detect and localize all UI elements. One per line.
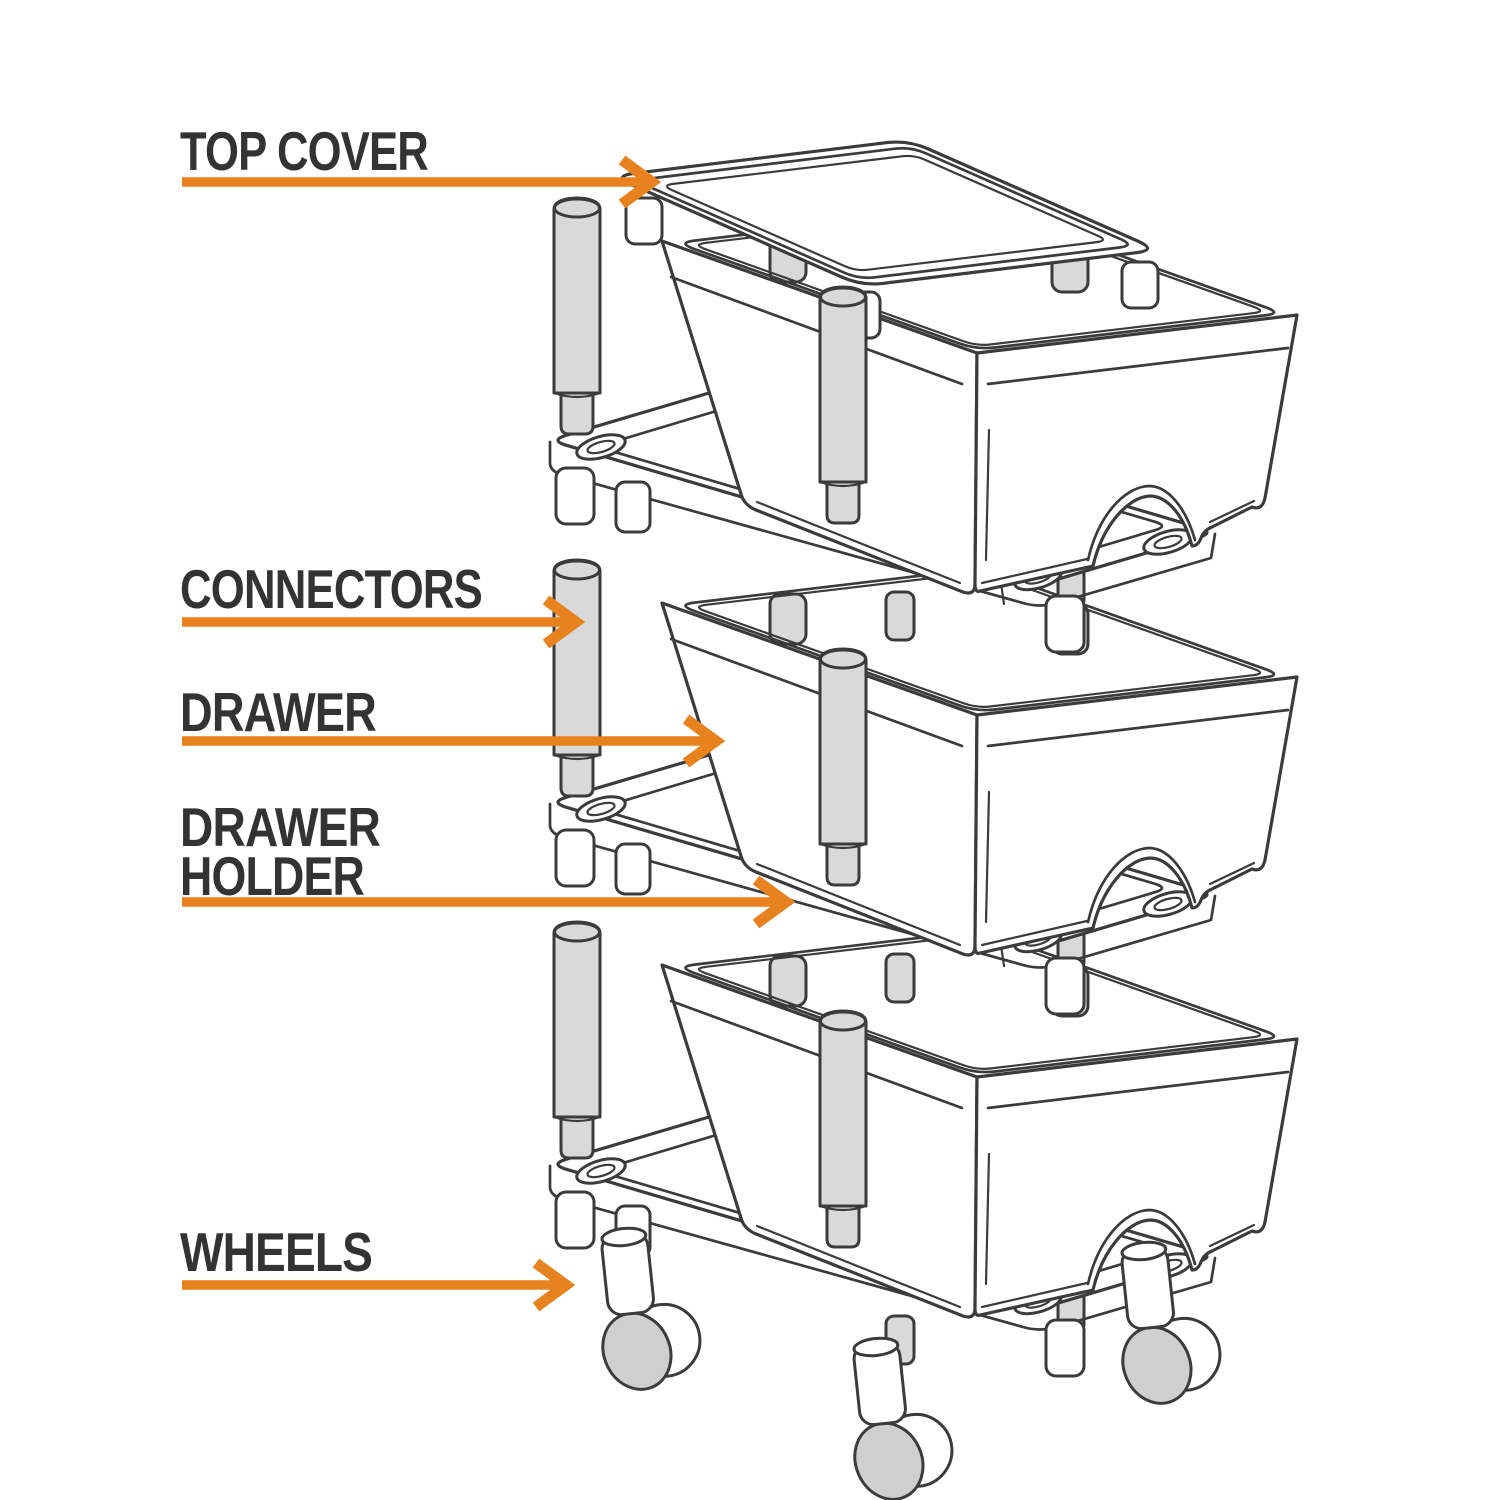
label-drawer-holder-line2: HOLDER (180, 845, 364, 907)
cover-foot (1120, 260, 1160, 310)
arrow-top-cover (182, 155, 662, 209)
label-top-cover: TOP COVER (180, 120, 428, 182)
label-connectors: CONNECTORS (180, 558, 482, 620)
caster-left (579, 1220, 708, 1405)
drawer-bin-3 (660, 930, 1299, 1319)
connector-left-3 (552, 920, 602, 1160)
top-cover-illustration (620, 140, 1160, 340)
label-wheels: WHEELS (180, 1221, 372, 1283)
cover-recess-line (665, 154, 1105, 272)
connector-front-1 (818, 285, 868, 525)
connector-left-2 (552, 558, 602, 798)
arrow-drawer-holder (182, 875, 796, 929)
cover-foot (624, 196, 664, 246)
arrow-drawer (182, 714, 726, 768)
caster-center (831, 1330, 960, 1500)
connector-front-2 (818, 647, 868, 887)
drawer-bin-2 (660, 568, 1299, 957)
connector-front-3 (818, 1009, 868, 1249)
label-drawer-holder-line1: DRAWER (180, 796, 380, 858)
label-drawer: DRAWER (180, 681, 376, 743)
arrow-connectors (182, 595, 586, 649)
connector-left-1 (552, 196, 602, 436)
arrow-wheels (182, 1258, 576, 1312)
